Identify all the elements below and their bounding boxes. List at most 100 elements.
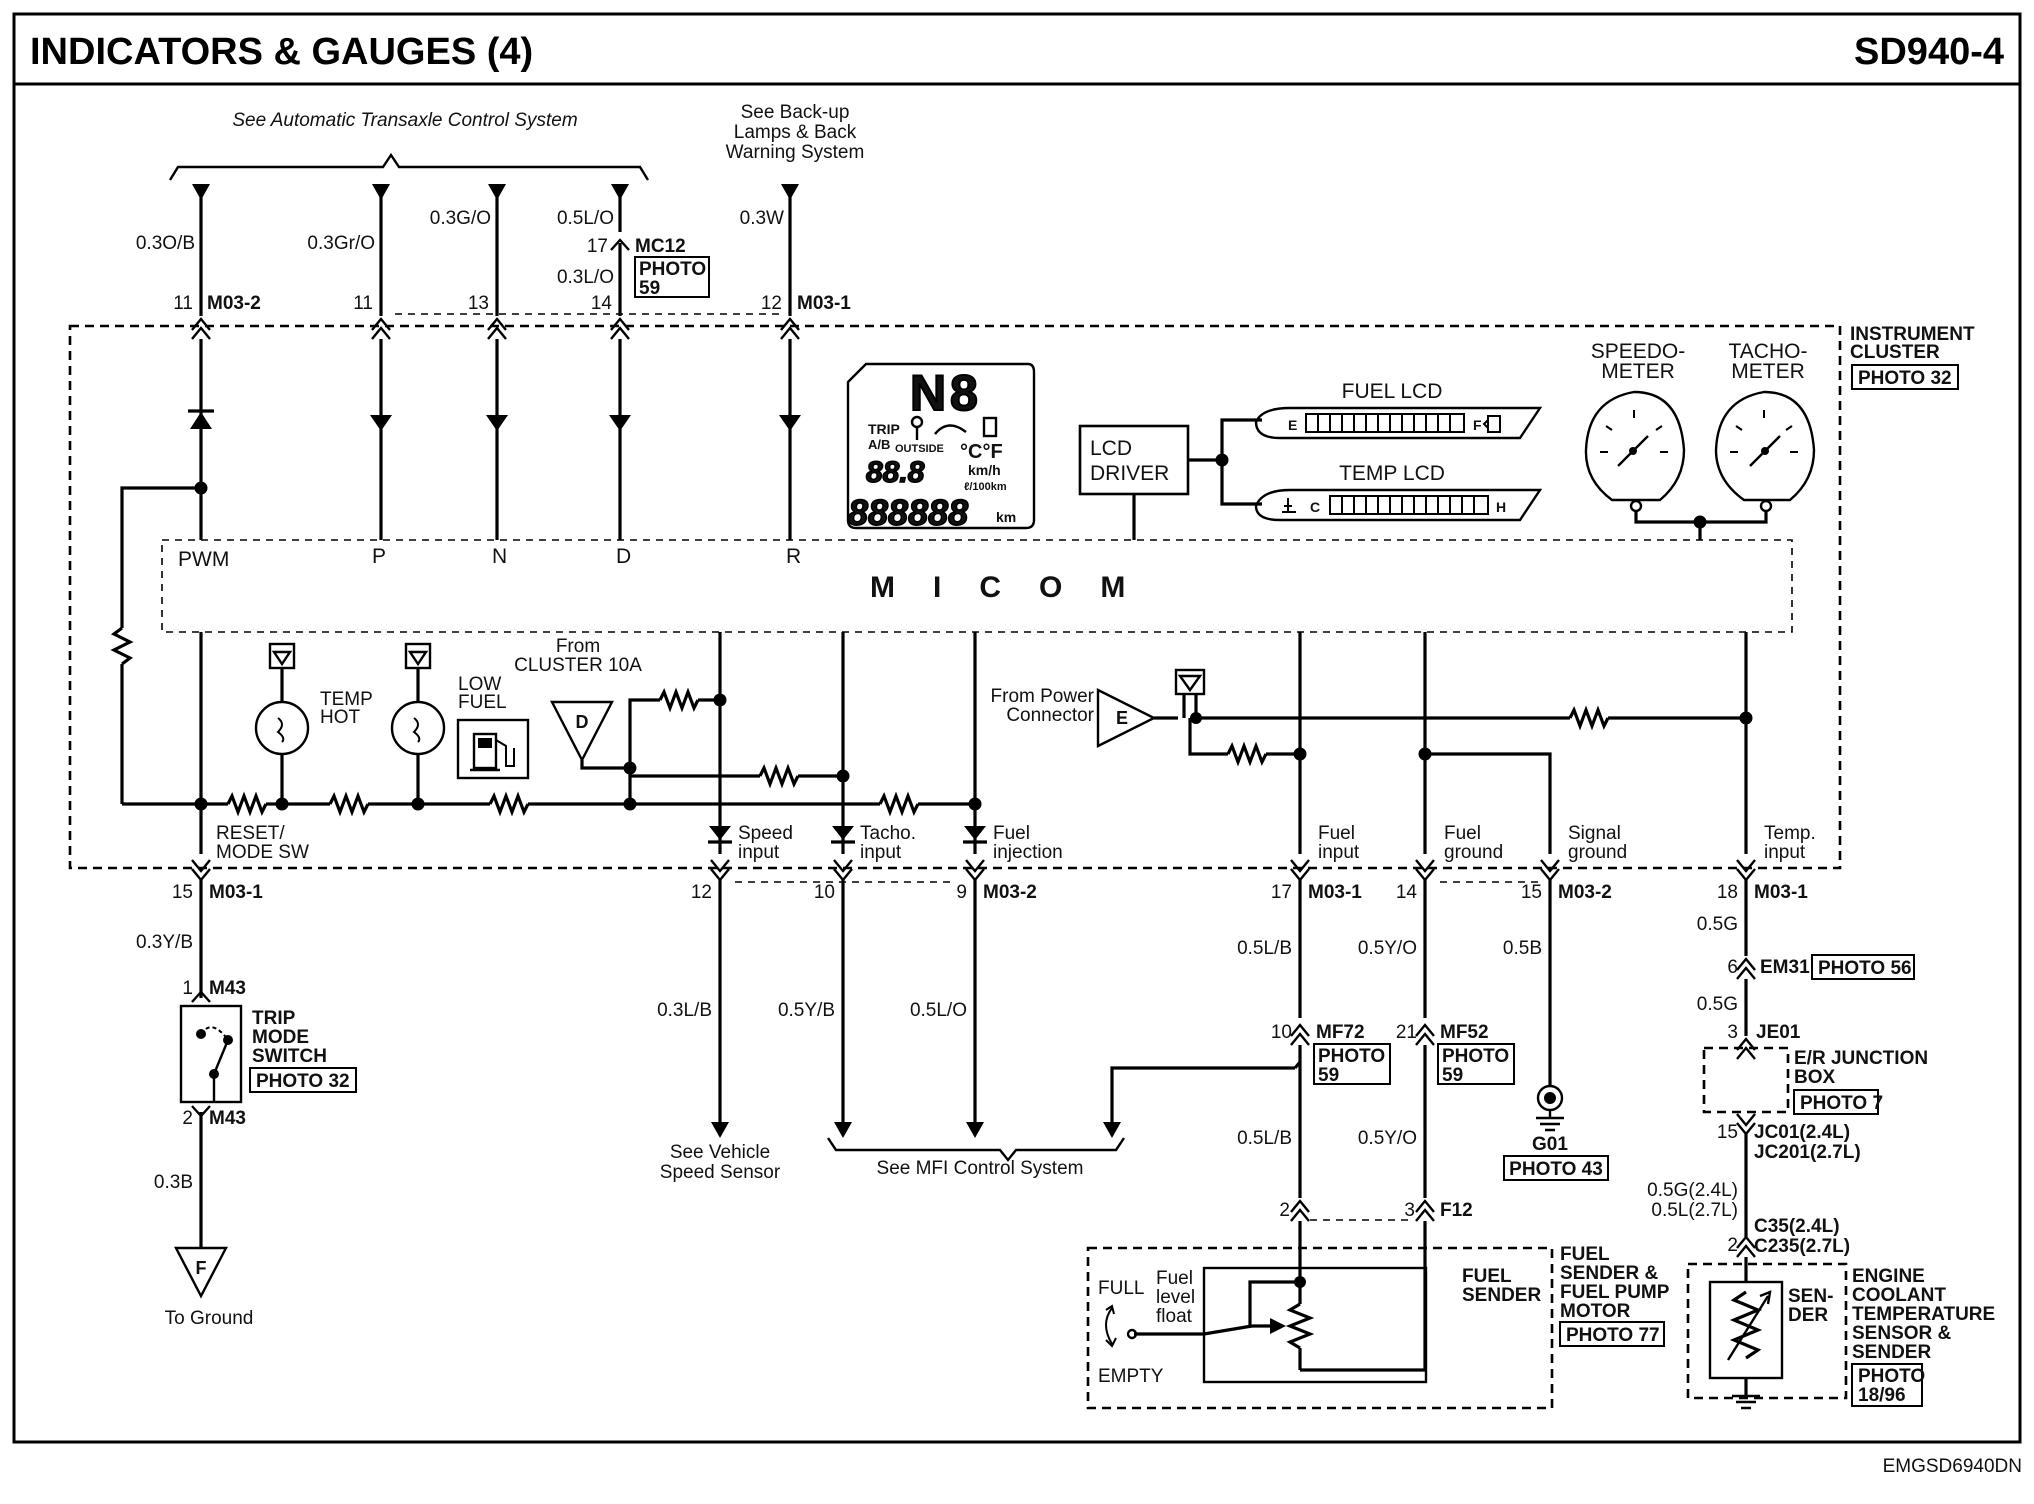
ect-photo-number: 18/96 xyxy=(1858,1385,1906,1406)
wire-label-03b: 0.3B xyxy=(154,1172,193,1193)
fuel-ground-label-2: ground xyxy=(1444,842,1503,863)
wire-label-05yo-lower: 0.5Y/O xyxy=(1358,1128,1417,1149)
from-cluster-label-2: CLUSTER 10A xyxy=(514,655,642,676)
trip-mode-switch-wiring xyxy=(174,880,243,1299)
connector-jc01: JC01(2.4L) xyxy=(1754,1122,1850,1143)
fuel-lcd-frame xyxy=(1254,406,1543,440)
pin-mf52: 21 xyxy=(1396,1022,1417,1043)
fuel-ground-label-1: Fuel xyxy=(1444,823,1481,844)
speed-input-label-1: Speed xyxy=(738,823,793,844)
connector-m03-1-temp: M03-1 xyxy=(1754,882,1808,903)
temp-input-label-2: input xyxy=(1764,842,1806,863)
f-terminal-label: F xyxy=(196,1258,207,1278)
pin-m43-2: 2 xyxy=(182,1108,193,1129)
pin-label-r: R xyxy=(786,545,801,568)
low-fuel-label-2: FUEL xyxy=(458,692,507,713)
lcd-driver-to-temp xyxy=(1220,460,1262,506)
ground-g01-label: G01 xyxy=(1532,1134,1568,1155)
trip-switch-label-2: MODE xyxy=(252,1027,309,1048)
mfi-wiring xyxy=(711,880,1295,1162)
lcd-trip-text: TRIP xyxy=(868,421,900,437)
lcd-per100km-text: ℓ/100km xyxy=(964,481,1007,493)
connector-m03-1-top: M03-1 xyxy=(797,293,851,314)
svg-text:888888: 888888 xyxy=(848,492,968,533)
speedometer-title-line1: SPEEDO- xyxy=(1591,340,1686,363)
photo-59-number: 59 xyxy=(639,278,660,299)
mf52-photo-label: PHOTO xyxy=(1442,1046,1509,1067)
wire-label-05b: 0.5B xyxy=(1503,938,1542,959)
connector-m03-1-fuel: M03-1 xyxy=(1308,882,1362,903)
fuel-float-label-1: Fuel xyxy=(1156,1268,1193,1289)
ect-label-1: ENGINE xyxy=(1852,1266,1925,1287)
atcs-brace xyxy=(168,152,650,181)
pin-14: 14 xyxy=(591,293,613,314)
tachometer-title-line1: TACHO- xyxy=(1729,340,1808,363)
pin-f12-2: 2 xyxy=(1279,1200,1290,1221)
mf72-photo-box xyxy=(1313,1043,1391,1085)
sender-label-1: SEN- xyxy=(1788,1286,1833,1307)
wire-label-03lb: 0.3L/B xyxy=(657,1000,712,1021)
ect-label-2: COOLANT xyxy=(1852,1285,1946,1306)
wire-label-05lb: 0.5L/B xyxy=(1237,938,1292,959)
fuel-full-label: FULL xyxy=(1098,1278,1144,1299)
pin-9-injection: 9 xyxy=(956,882,967,903)
wire-label-05g-lower: 0.5G xyxy=(1697,994,1738,1015)
pin-c35: 2 xyxy=(1727,1235,1738,1256)
lcd-trip-display: N 8 TRIP A/B OUTSIDE °C°F 88.8 km/h ℓ/10… xyxy=(846,362,1036,534)
mf52-photo-box xyxy=(1437,1043,1515,1085)
lcd-km-text: km xyxy=(996,509,1016,525)
reset-label-2: MODE SW xyxy=(216,842,309,863)
pin-label-p: P xyxy=(372,545,386,568)
connector-m03-2-bottom: M03-2 xyxy=(983,882,1037,903)
pin-label-n: N xyxy=(492,545,507,568)
connector-c35: C35(2.4L) xyxy=(1754,1216,1840,1237)
from-power-label-2: Connector xyxy=(1006,705,1094,726)
wire-label-03ob: 0.3O/B xyxy=(136,233,195,254)
fuel-pump-icon xyxy=(1482,415,1501,433)
instrument-cluster-outline xyxy=(68,324,1842,870)
connector-jc201: JC201(2.7L) xyxy=(1754,1142,1861,1163)
fuel-pump-photo-label: PHOTO 77 xyxy=(1566,1325,1660,1346)
cluster-title-line1: INSTRUMENT xyxy=(1850,324,1975,345)
pin-mf72: 10 xyxy=(1271,1022,1292,1043)
connector-mf72: MF72 xyxy=(1316,1022,1365,1043)
temp-lcd-title: TEMP LCD xyxy=(1339,462,1445,485)
er-junction-label-1: E/R JUNCTION xyxy=(1794,1048,1928,1069)
pin-13: 13 xyxy=(468,293,489,314)
from-power-label-1: From Power xyxy=(991,686,1095,707)
to-ground-reference: To Ground xyxy=(165,1308,254,1329)
pin-label-pwm: PWM xyxy=(178,548,229,571)
fuel-sender-wiring xyxy=(1086,880,1564,1410)
ect-label-4: SENSOR & xyxy=(1852,1323,1952,1344)
low-fuel-label-1: LOW xyxy=(458,674,501,695)
temp-hot-label-2: HOT xyxy=(320,707,361,728)
wire-label-03yb: 0.3Y/B xyxy=(136,932,193,953)
wire-label-05lb-lower: 0.5L/B xyxy=(1237,1128,1292,1149)
e-terminal-label: E xyxy=(1116,708,1128,728)
trip-switch-label-3: SWITCH xyxy=(252,1046,327,1067)
fuel-lcd-bars xyxy=(1305,413,1465,433)
cluster-title-line2: CLUSTER xyxy=(1850,342,1940,363)
connector-m43-bottom: M43 xyxy=(209,1108,246,1129)
fuel-pump-label-2: SENDER & xyxy=(1560,1263,1658,1284)
fuel-float-label-2: level xyxy=(1156,1287,1195,1308)
fuel-pump-label-1: FUEL xyxy=(1560,1244,1610,1265)
vss-reference-1: See Vehicle xyxy=(670,1142,770,1163)
g01-photo-label: PHOTO 43 xyxy=(1509,1159,1603,1180)
wire-label-05lo-bottom: 0.5L/O xyxy=(910,1000,967,1021)
fuel-lcd-f: F xyxy=(1473,417,1482,433)
d-terminal-label: D xyxy=(576,712,589,732)
svg-text:8: 8 xyxy=(950,365,978,421)
tacho-input-label-2: input xyxy=(860,842,902,863)
speedometer-gauge xyxy=(1584,390,1686,513)
pin-f12-3: 3 xyxy=(1404,1200,1415,1221)
svg-text:88.8: 88.8 xyxy=(866,456,925,489)
coolant-sender-wiring xyxy=(1686,880,1848,1410)
ect-label-3: TEMPERATURE xyxy=(1852,1304,1995,1325)
connector-mf52: MF52 xyxy=(1440,1022,1489,1043)
photo-59-box xyxy=(634,256,710,298)
lower-cluster-wiring xyxy=(122,632,1753,854)
pin-jc01: 15 xyxy=(1717,1122,1738,1143)
micom-label: MICOM xyxy=(870,571,1163,604)
